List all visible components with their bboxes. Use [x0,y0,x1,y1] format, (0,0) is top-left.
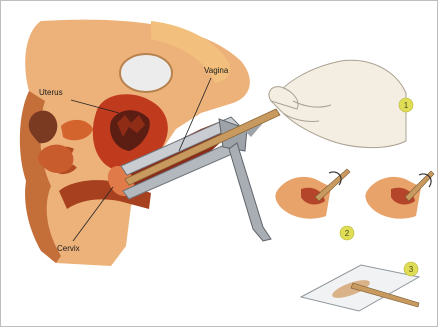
step-badge-2: 2 [340,226,354,240]
cervix-inset-right [365,171,434,219]
vagina-label: Vagina [204,66,229,75]
uterus-label: Uterus [39,88,63,97]
bladder [120,54,172,92]
cervix-label: Cervix [57,244,80,253]
gloved-hand [269,60,406,147]
step-number-3: 3 [409,265,414,274]
step-badge-3: 3 [404,262,418,276]
step-number-1: 1 [404,101,409,110]
slide-step [301,265,419,311]
step-badge-1: 1 [399,98,413,112]
cervix-inset-left [275,169,350,219]
step-number-2: 2 [345,229,350,238]
speculum-handle [229,143,271,241]
